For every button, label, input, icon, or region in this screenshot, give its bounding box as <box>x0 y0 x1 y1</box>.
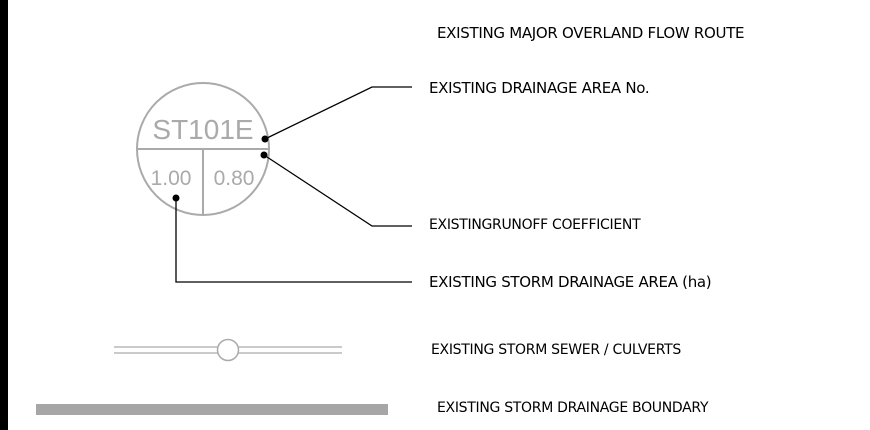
symbol-area-no: ST101E <box>152 114 253 145</box>
drainage-area-symbol: ST101E 1.00 0.80 <box>136 82 270 216</box>
label-drainage-boundary: EXISTING STORM DRAINAGE BOUNDARY <box>437 400 709 416</box>
label-storm-drainage-area: EXISTING STORM DRAINAGE AREA (ha) <box>429 273 712 291</box>
label-runoff-coefficient: EXISTINGRUNOFF COEFFICIENT <box>429 217 641 233</box>
leader-runoff-coefficient <box>263 154 412 227</box>
leader-storm-drainage-area <box>175 198 412 283</box>
left-edge-border <box>0 0 8 430</box>
leader-dot-storm-drainage-area <box>172 194 180 202</box>
leader-lines <box>172 86 412 283</box>
label-storm-sewer: EXISTING STORM SEWER / CULVERTS <box>431 342 681 358</box>
symbol-area-ha: 1.00 <box>151 167 192 190</box>
storm-sewer-symbol <box>114 338 342 362</box>
label-drainage-area-no: EXISTING DRAINAGE AREA No. <box>429 79 650 97</box>
symbol-runoff-coefficient: 0.80 <box>214 167 255 190</box>
leader-drainage-area-no <box>264 86 412 140</box>
label-overland-flow: EXISTING MAJOR OVERLAND FLOW ROUTE <box>437 24 745 42</box>
leader-dot-drainage-area-no <box>261 135 269 143</box>
drainage-boundary-line <box>36 404 388 415</box>
leader-dot-runoff-coefficient <box>260 151 268 159</box>
manhole-circle <box>216 338 240 362</box>
